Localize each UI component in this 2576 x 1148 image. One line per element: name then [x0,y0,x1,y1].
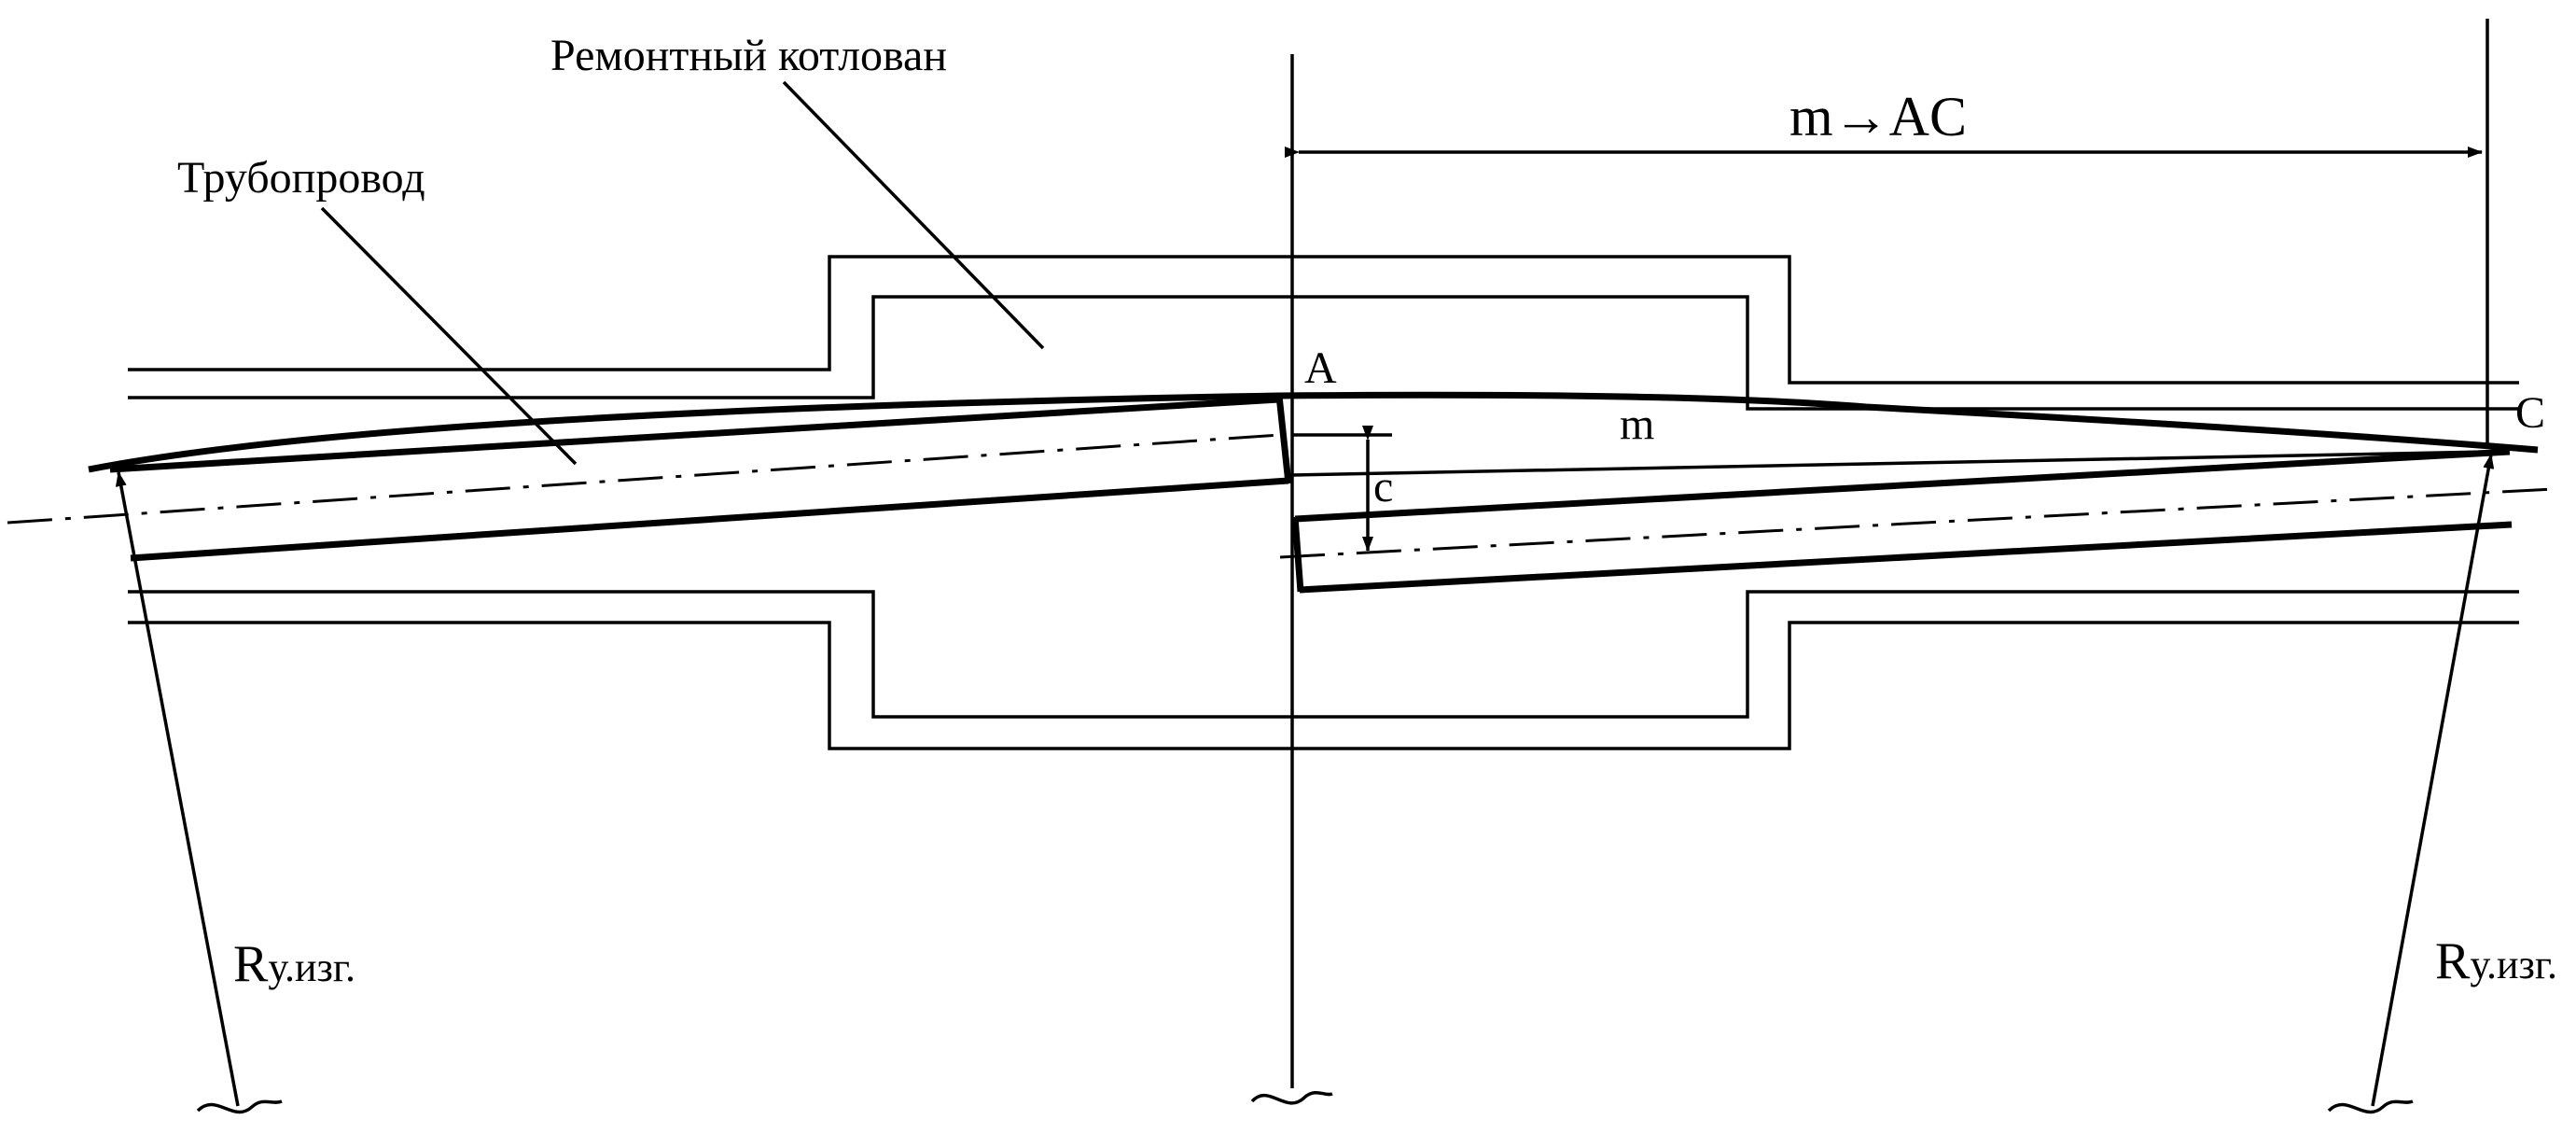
excavation-outline-outer [128,255,2519,385]
right-pipe-top-edge [1294,448,2511,523]
radius-left-subscript: у.изг. [268,945,355,990]
left-pipe-centerline [7,433,1281,525]
label-dimension-m-ac: m→AC [1789,86,1967,147]
right-pipe-bottom-edge [1299,521,2513,594]
radius-right-symbol: R [2435,932,2471,990]
leader-excavation [782,80,1045,350]
label-m: m [1620,399,1654,449]
right-pipe-centerline [1279,487,2554,559]
excavation-outline-outer-bottom [128,621,2519,750]
leader-pipeline [320,206,578,466]
elastic-bend-curve [88,391,2539,473]
chord-ac [1291,450,2490,477]
label-c: c [1373,462,1393,511]
label-point-c: C [2515,388,2545,438]
radius-left-break [196,1099,283,1114]
label-pipeline: Трубопровод [177,153,425,203]
excavation-outline-inner-bottom [128,590,2519,719]
label-radius-right: Rу.изг. [2435,932,2557,990]
left-pipe-bottom-edge [130,477,1289,562]
left-pipe-end-cap [1275,395,1292,484]
radius-arrow-right [2371,454,2495,1107]
left-pipe-top-edge [109,396,1280,473]
radius-right-break [2327,1099,2414,1114]
axis-a-break [1250,1090,1333,1105]
label-excavation: Ремонтный котлован [550,31,947,80]
right-pipe-end-cap [1291,516,1304,593]
radius-right-subscript: у.изг. [2470,942,2557,987]
label-radius-left: Rу.изг. [233,935,355,993]
label-point-a: A [1304,343,1337,393]
radius-left-symbol: R [233,935,269,993]
radius-arrow-left [115,471,240,1107]
